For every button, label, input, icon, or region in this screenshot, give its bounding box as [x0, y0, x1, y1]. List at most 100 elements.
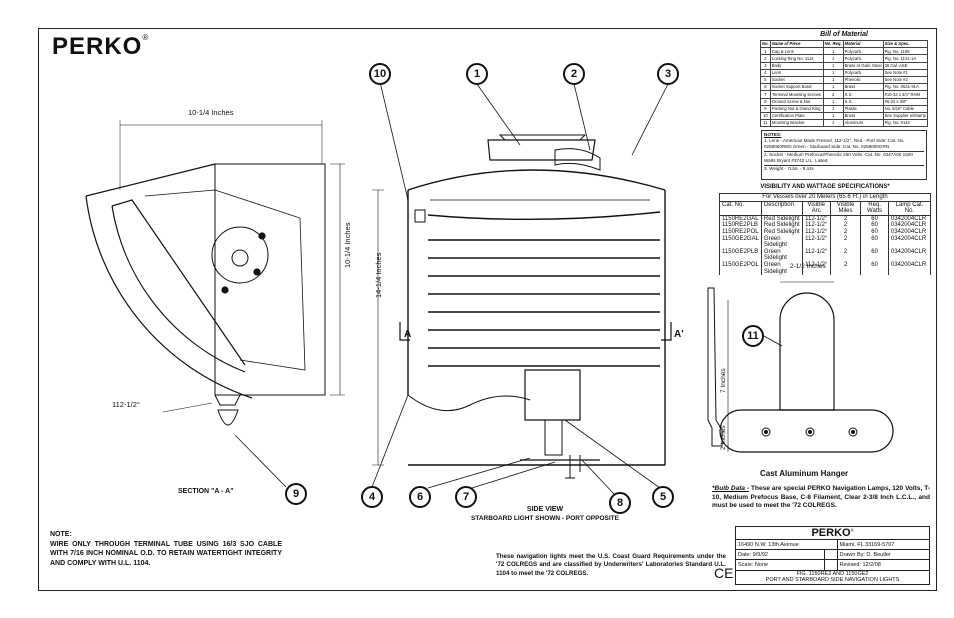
bom-cell: See Supplier w/Stamp: [882, 111, 929, 121]
visibility-cell: Red Sidelight: [760, 215, 803, 223]
callout-2: 2: [563, 63, 585, 85]
bom-cell: 1: [822, 119, 844, 128]
bom-cell: 10: [760, 111, 771, 121]
bom-cell: Socket Support Band: [769, 83, 824, 92]
bom-cell: Pig. No. 1141-1A: [882, 54, 929, 63]
bom-cell: S.S.: [842, 90, 884, 99]
bom-cell: Brass or Galv. Steel: [842, 61, 884, 70]
bom-cell: Pig. No. 0142: [882, 119, 929, 128]
bom-cell: 1: [822, 47, 844, 56]
bom-cell: 2: [822, 90, 844, 99]
callout-9: 9: [285, 483, 307, 505]
visibility-cell: 60: [860, 261, 889, 276]
title-revised: Revised: 12/2/08: [836, 559, 931, 571]
visibility-cell: 0342004CLR: [887, 222, 932, 229]
starboard-label: STARBOARD LIGHT SHOWN - PORT OPPOSITE: [471, 515, 619, 522]
bom-cell: 6: [760, 83, 771, 92]
visibility-cell: 112-1/2°: [801, 222, 831, 229]
visibility-cell: 2: [829, 228, 862, 236]
visibility-cell: Green Sidelight: [760, 261, 803, 276]
side-view-label: SIDE VIEW: [526, 506, 564, 513]
bom-cell: Body: [769, 61, 824, 70]
visibility-cell: 1150RE2POL: [719, 228, 762, 236]
notes-box: NOTES: 1. Lens - American Made Fresnel, …: [761, 130, 927, 180]
bom-cell: Aluminum: [842, 119, 884, 128]
callout-6: 6: [409, 486, 431, 508]
visibility-cell: 60: [860, 248, 889, 262]
visibility-cell: 0342004CLR: [887, 248, 932, 262]
visibility-cell: 112-1/2°: [801, 248, 831, 262]
bom-cell: 1: [822, 61, 844, 70]
callout-11: 11: [742, 325, 764, 347]
bom-cell: Socket: [769, 75, 824, 85]
wiring-note: NOTE: WIRE ONLY THROUGH TERMINAL TUBE US…: [50, 531, 282, 567]
bom-cell: 30 Gal. ASE: [882, 61, 929, 70]
drawing-sheet: [38, 28, 937, 591]
cert-plate: [414, 209, 426, 223]
bom-cell: Plastic: [842, 104, 884, 113]
bom-cell: S.S.: [842, 97, 884, 106]
bom-cell: Mounting Bracket: [769, 119, 824, 128]
section-inner-arc: [111, 205, 246, 373]
bom-title: Bill of Material: [820, 31, 868, 38]
compliance-text: These navigation lights meet the U.S. Co…: [496, 553, 726, 577]
bom-cell: 11: [760, 119, 771, 128]
visibility-cell: 112-1/2°: [801, 228, 831, 236]
bom-cell: 1: [822, 54, 844, 63]
bom-cell: 1: [760, 47, 771, 56]
bom-cell: Cap & Lens: [769, 47, 824, 56]
bom-cell: Certification Plate: [769, 111, 824, 121]
visibility-cell: 60: [860, 235, 889, 249]
visibility-cell: 2: [829, 248, 862, 262]
title-date: Date: 9/9/92: [735, 549, 825, 561]
bom-cell: #6-32 x 3/8": [882, 97, 929, 106]
bom-cell: No. 5/16" Cable: [882, 104, 929, 113]
dim-side-height: 10-1/4 Inches: [343, 222, 352, 268]
visibility-cell: Green Sidelight: [760, 235, 803, 249]
dim-hanger-height: 7 Inches: [720, 368, 727, 393]
visibility-cell: 1150RE2GAL: [719, 215, 762, 223]
dim-top-width: 10-1/4 Inches: [188, 108, 234, 117]
visibility-cell: 0342004CLR: [887, 261, 932, 276]
visibility-cell: Green Sidelight: [760, 248, 803, 262]
visibility-cell: 1150GE2GAL: [719, 235, 762, 249]
title-company: PERKO: [811, 527, 851, 539]
bom-cell: 1: [822, 97, 844, 106]
bom-cell: Polycarb.: [842, 68, 884, 77]
visibility-cell: 0342004CLR: [887, 228, 932, 236]
title-scale: Scale: None: [735, 559, 825, 571]
visibility-cell: 60: [860, 228, 889, 236]
bom-cell: Terminal Mounting Screws: [769, 90, 824, 99]
callout-10: 10: [369, 63, 391, 85]
visibility-cell: Red Sidelight: [760, 222, 803, 229]
bom-cell: 1: [822, 104, 844, 113]
visibility-table: For Vessels over 20 Meters (65.6 Ft.) in…: [719, 193, 932, 276]
hanger-label: Cast Aluminum Hanger: [760, 469, 849, 478]
bom-cell: Polycarb.: [842, 47, 884, 56]
dim-arc: 112-1/2°: [112, 400, 140, 409]
ce-mark: CE: [714, 565, 734, 581]
perko-logo: PERKO®: [52, 33, 150, 60]
visibility-cell: Red Sidelight: [760, 228, 803, 236]
section-top-edge: [85, 163, 216, 197]
bom-cell: 1: [822, 83, 844, 92]
visibility-cell: 2: [829, 261, 862, 276]
section-marker-a: A: [404, 329, 412, 340]
bom-cell: Locking Ring No. 1114: [769, 54, 824, 63]
bom-cell: Packing Nut & Gland Ring: [769, 104, 824, 113]
callout-5: 5: [652, 486, 674, 508]
visibility-cell: 2: [829, 235, 862, 249]
section-outer-arc: [85, 195, 253, 399]
